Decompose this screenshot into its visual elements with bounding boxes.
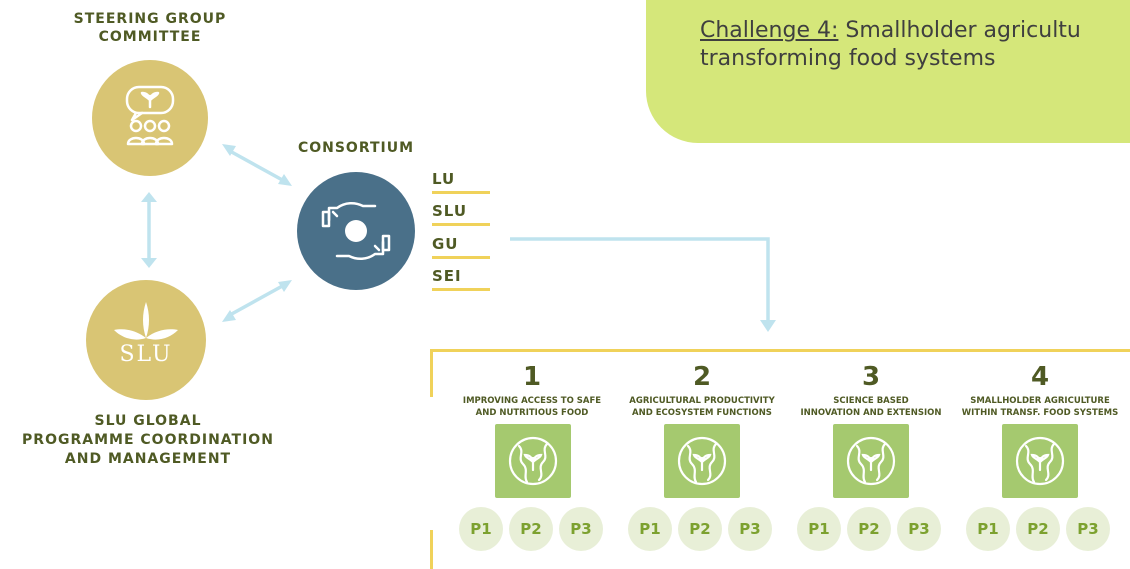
- steering-title: STEERING GROUP COMMITTEE: [73, 11, 227, 45]
- col3-pill-p3: P3: [897, 507, 941, 551]
- col3-label: SCIENCE BASED INNOVATION AND EXTENSION: [800, 396, 942, 418]
- challenge-text: Challenge 4: Smallholder agricultu trans…: [700, 18, 1081, 71]
- member-slu: SLU: [432, 202, 490, 226]
- col3-globe-icon: [833, 424, 909, 498]
- connector-arrow: [510, 237, 776, 332]
- diagonal-arrows: [222, 144, 292, 322]
- col3-pill-p1: P1: [797, 507, 841, 551]
- member-sei: SEI: [432, 267, 490, 291]
- col4-label: SMALLHOLDER AGRICULTURE WITHIN TRANSF. F…: [961, 396, 1119, 418]
- hands-globe-icon: [321, 202, 391, 260]
- member-gu: GU: [432, 235, 490, 259]
- col1-globe-icon: [495, 424, 571, 498]
- slu-logo-text: SLU: [119, 342, 173, 367]
- steering-node: [92, 60, 208, 176]
- col1-label: IMPROVING ACCESS TO SAFE AND NUTRITIOUS …: [462, 396, 602, 418]
- member-lu: LU: [432, 170, 490, 194]
- col1-pill-p1: P1: [459, 507, 503, 551]
- consortium-title: CONSORTIUM: [297, 140, 415, 156]
- col2-label: AGRICULTURAL PRODUCTIVITY AND ECOSYSTEM …: [629, 396, 775, 418]
- vertical-double-arrow: [141, 192, 157, 268]
- slu-logo: [114, 302, 178, 340]
- globe-leaf-icon: [677, 436, 727, 486]
- globe-leaf-icon: [846, 436, 896, 486]
- globe-leaf-icon: [508, 436, 558, 486]
- col2-pill-p1: P1: [628, 507, 672, 551]
- col1-pill-p2: P2: [509, 507, 553, 551]
- challenge-line2: transforming food systems: [700, 46, 996, 71]
- challenge-prefix: Challenge 4:: [700, 18, 839, 43]
- col2-globe-icon: [664, 424, 740, 498]
- challenge-banner: [646, 0, 1130, 143]
- col2-pill-p3: P3: [728, 507, 772, 551]
- frame-left-line-top: [430, 349, 433, 397]
- col3-number: 3: [861, 362, 881, 392]
- col3-pill-p2: P2: [847, 507, 891, 551]
- frame-left-line-bottom: [430, 530, 433, 569]
- slu-global-title: SLU GLOBAL PROGRAMME COORDINATION AND MA…: [22, 413, 274, 467]
- slu-node: SLU: [86, 280, 206, 400]
- col2-pill-p2: P2: [678, 507, 722, 551]
- col4-pill-p3: P3: [1066, 507, 1110, 551]
- col1-pill-p3: P3: [559, 507, 603, 551]
- col2-number: 2: [692, 362, 712, 392]
- col4-pill-p1: P1: [966, 507, 1010, 551]
- col4-globe-icon: [1002, 424, 1078, 498]
- frame-top-line: [430, 349, 1130, 352]
- col4-pill-p2: P2: [1016, 507, 1060, 551]
- col1-number: 1: [522, 362, 542, 392]
- consortium-node: [297, 172, 415, 290]
- people-chat-icon: [125, 85, 175, 146]
- col4-number: 4: [1030, 362, 1050, 392]
- globe-leaf-icon: [1015, 436, 1065, 486]
